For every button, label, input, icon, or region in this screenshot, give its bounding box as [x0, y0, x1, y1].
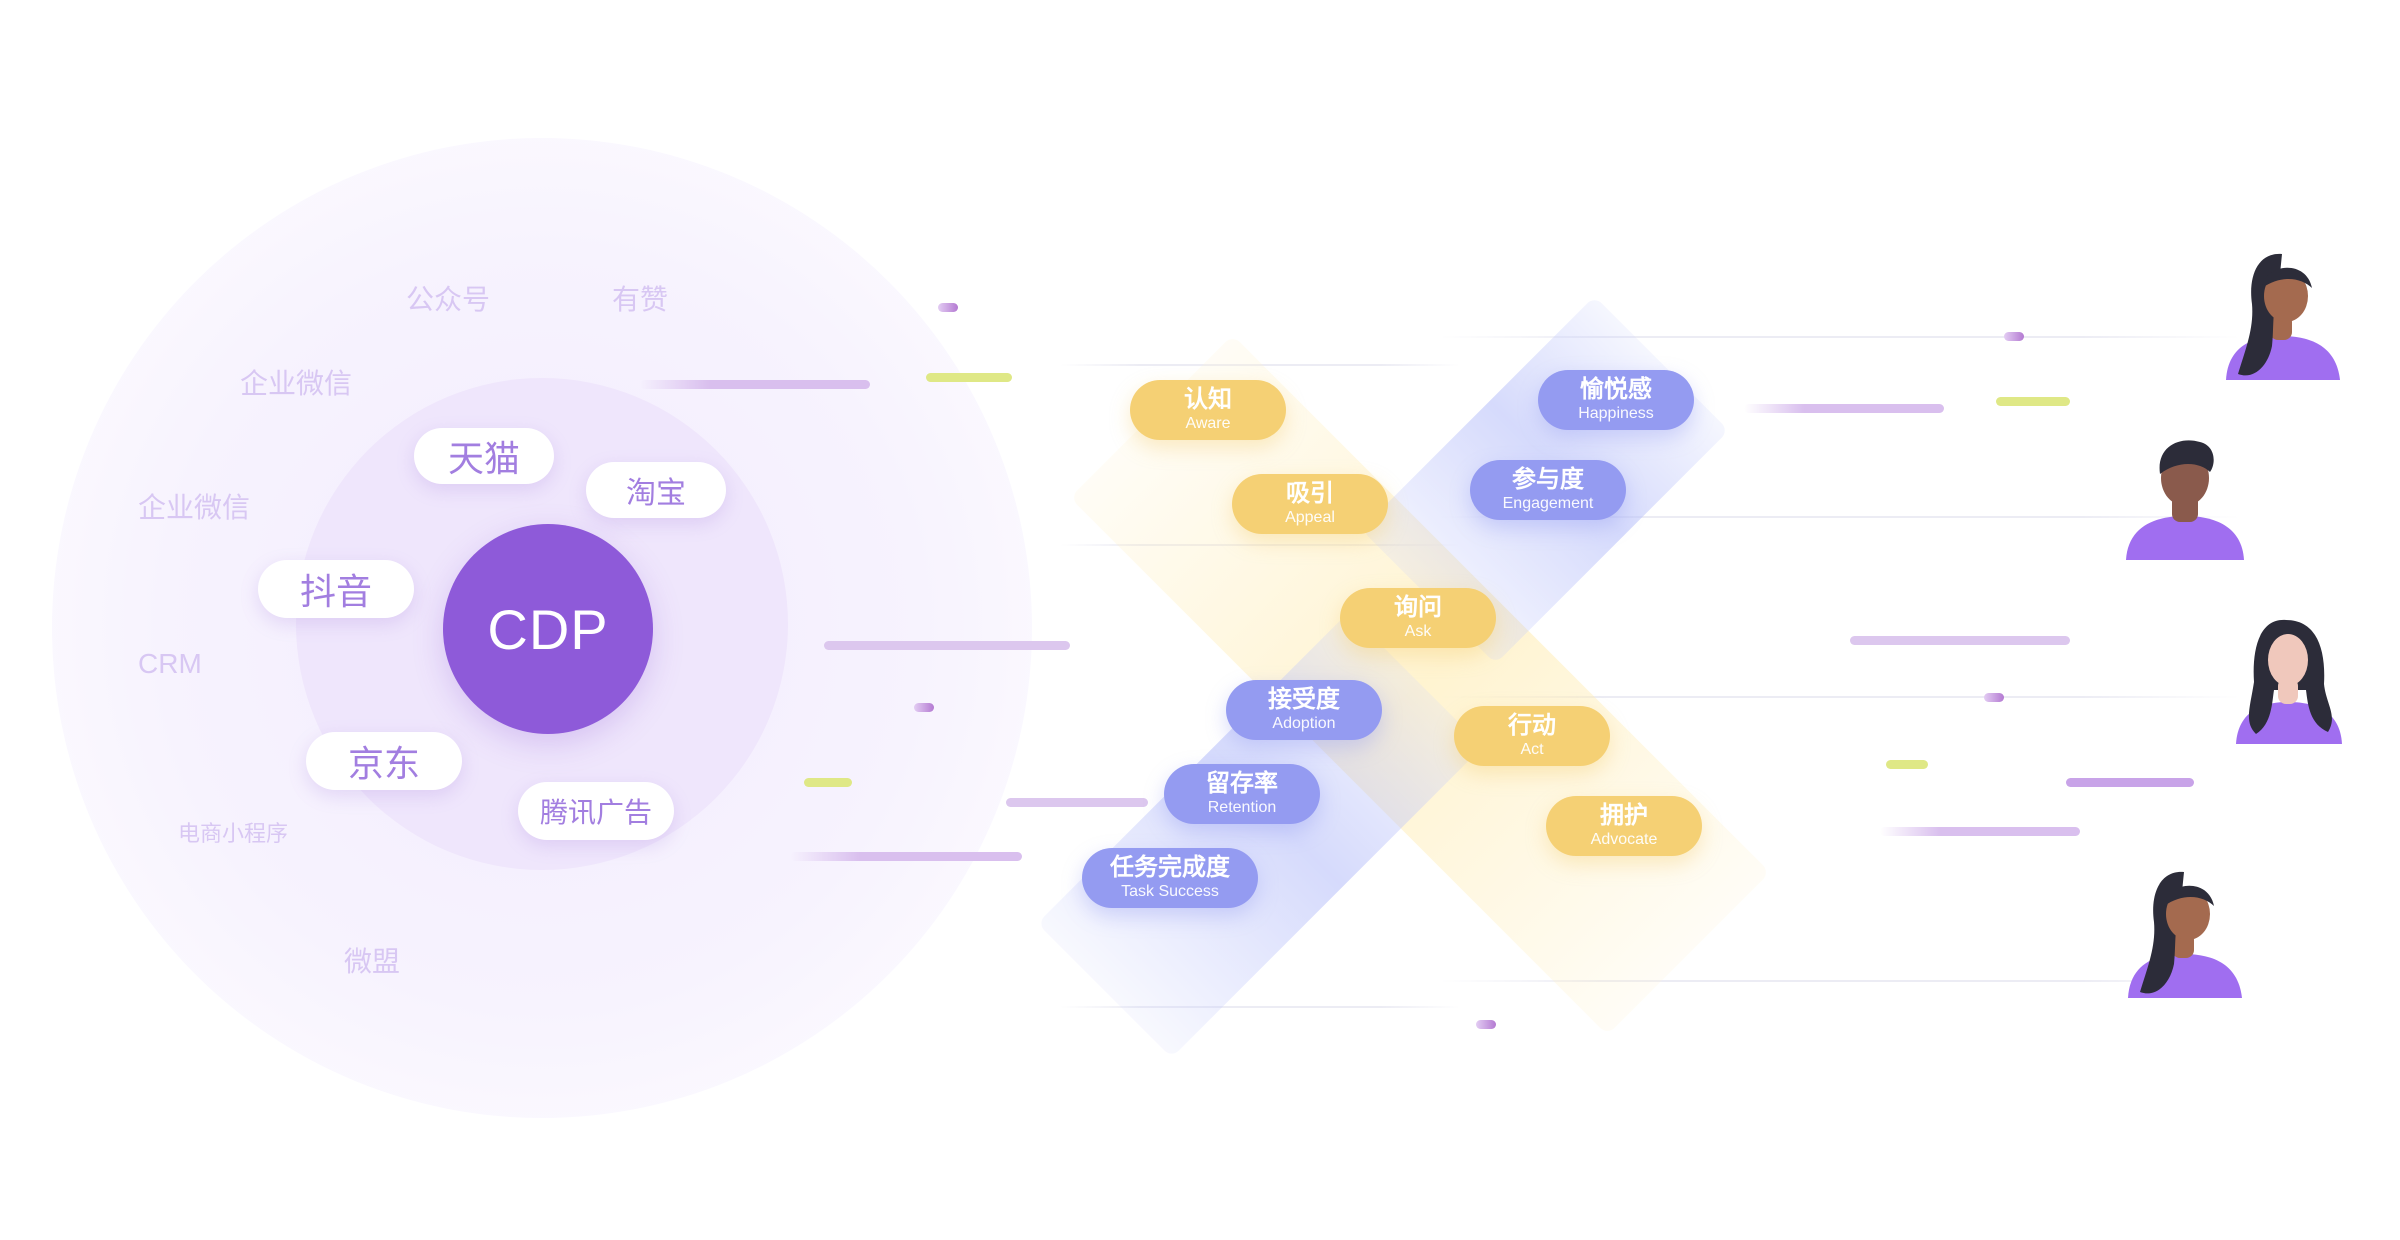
outer-channel-label: 企业微信: [240, 368, 353, 399]
woman-avatar-icon: [2128, 871, 2242, 998]
metric-label-en: Retention: [1207, 799, 1277, 817]
outer-channel-label: 公众号: [406, 284, 491, 315]
stage-label-en: Ask: [1404, 623, 1432, 641]
outer-channel-label: 微盟: [344, 946, 401, 977]
stage-label-en: Appeal: [1285, 509, 1335, 527]
flow-line-accent: [804, 778, 852, 787]
stage-label-zh: 拥护: [1600, 802, 1648, 829]
flow-line: [1850, 636, 2070, 645]
guide-line: [1060, 1006, 1460, 1008]
flow-line: [790, 852, 1022, 861]
stage-act: 行动 Act: [1454, 706, 1610, 766]
channel-pill-taobao: 淘宝: [586, 462, 726, 518]
flow-dot: [914, 703, 934, 712]
stage-appeal: 吸引 Appeal: [1232, 474, 1388, 534]
cdp-core: CDP: [443, 524, 653, 734]
flow-line: [1006, 798, 1148, 807]
stage-ask: 询问 Ask: [1340, 588, 1496, 648]
outer-channel-label: 电商小程序: [178, 821, 289, 846]
guide-line: [1440, 336, 2240, 338]
woman-avatar-icon: [2226, 253, 2340, 380]
metric-label-zh: 留存率: [1206, 770, 1278, 797]
metric-happiness: 愉悦感 Happiness: [1538, 370, 1694, 430]
stage-advocate: 拥护 Advocate: [1546, 796, 1702, 856]
metric-task-success: 任务完成度 Task Success: [1082, 848, 1258, 908]
flow-line: [1880, 827, 2080, 836]
flow-line-accent: [926, 373, 1012, 382]
stage-label-en: Act: [1520, 741, 1544, 759]
metric-adoption: 接受度 Adoption: [1226, 680, 1382, 740]
stage-label-zh: 吸引: [1286, 480, 1334, 507]
woman-avatar-icon: [2236, 619, 2342, 744]
flow-line: [824, 641, 1070, 650]
man-avatar-icon: [2126, 440, 2244, 560]
outer-channel-label: 有赞: [612, 284, 669, 315]
metric-label-zh: 参与度: [1512, 466, 1584, 493]
metric-label-zh: 愉悦感: [1580, 376, 1652, 403]
metric-label-zh: 接受度: [1268, 686, 1340, 713]
metric-engagement: 参与度 Engagement: [1470, 460, 1626, 520]
outer-channel-label: CRM: [138, 648, 202, 679]
stage-aware: 认知 Aware: [1130, 380, 1286, 440]
flow-line: [1744, 404, 1944, 413]
flow-dot: [2004, 332, 2024, 341]
flow-dot: [938, 303, 958, 312]
metric-label-en: Task Success: [1121, 883, 1219, 901]
channel-pill-jd: 京东: [306, 732, 462, 790]
flow-line: [640, 380, 870, 389]
stage-label-zh: 行动: [1508, 712, 1556, 739]
metric-retention: 留存率 Retention: [1164, 764, 1320, 824]
metric-label-en: Engagement: [1502, 495, 1594, 513]
flow-dot: [1984, 693, 2004, 702]
guide-line: [1440, 980, 2240, 982]
guide-line: [1440, 696, 2240, 698]
stage-label-en: Advocate: [1590, 831, 1658, 849]
flow-line: [2066, 778, 2194, 787]
flow-line-accent: [1886, 760, 1928, 769]
metric-label-en: Adoption: [1272, 715, 1336, 733]
flow-line-accent: [1996, 397, 2070, 406]
channel-pill-douyin: 抖音: [258, 560, 414, 618]
channel-pill-tmall: 天猫: [414, 428, 554, 484]
stage-label-zh: 询问: [1394, 594, 1442, 621]
metric-label-zh: 任务完成度: [1110, 854, 1230, 881]
outer-channel-label: 企业微信: [138, 492, 251, 523]
guide-line: [1440, 516, 2240, 518]
stage-label-zh: 认知: [1184, 386, 1232, 413]
metric-label-en: Happiness: [1578, 405, 1654, 423]
flow-dot: [1476, 1020, 1496, 1029]
channel-pill-tencent-ads: 腾讯广告: [518, 782, 674, 840]
stage-label-en: Aware: [1185, 415, 1231, 433]
